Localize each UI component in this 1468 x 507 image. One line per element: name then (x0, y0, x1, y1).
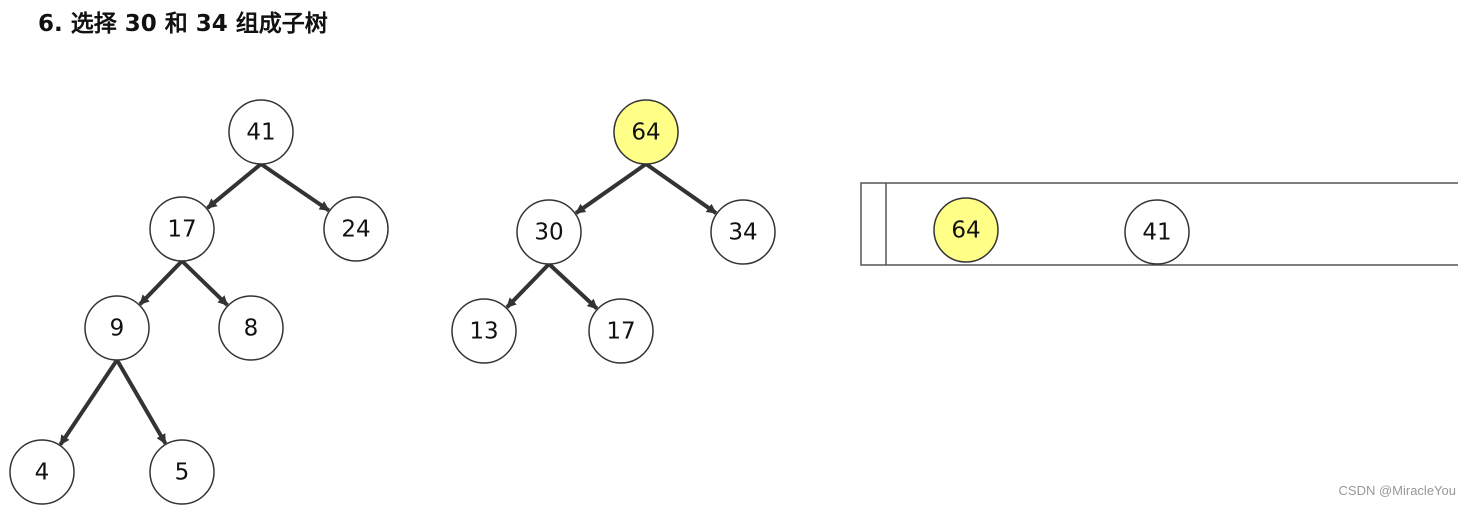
edge-t2-64-to-t2-30 (574, 162, 648, 215)
tree2-node-13: 13 (451, 298, 517, 364)
tree2-node-30: 30 (516, 199, 582, 265)
edge-t1-41-to-t1-17 (206, 162, 263, 210)
node-circle (516, 199, 582, 265)
node-label: 17 (167, 217, 196, 243)
edge-t1-9-to-t1-5 (115, 358, 168, 445)
node-label: 64 (631, 120, 660, 146)
tree2-node-17: 17 (588, 298, 654, 364)
node-label: 41 (246, 120, 275, 146)
node-label: 64 (951, 218, 980, 244)
node-label: 34 (728, 220, 757, 246)
tree1-node-8: 8 (218, 295, 284, 361)
edge-t1-9-to-t1-4 (58, 358, 119, 446)
edge-t1-17-to-t1-9 (138, 259, 184, 306)
node-label: 5 (175, 460, 190, 486)
tree1-node-4: 4 (9, 439, 75, 505)
node-label: 13 (469, 319, 498, 345)
node-label: 17 (606, 319, 635, 345)
node-circle (323, 196, 389, 262)
tree1-node-17: 17 (149, 196, 215, 262)
queue-box (860, 182, 1458, 266)
edge-t2-30-to-t2-13 (505, 262, 551, 309)
node-circle (149, 196, 215, 262)
queue-node-64: 64 (933, 197, 999, 263)
node-circle (149, 439, 215, 505)
node-label: 4 (35, 460, 50, 486)
queue-node-41: 41 (1124, 199, 1190, 265)
node-label: 9 (110, 316, 125, 342)
node-label: 30 (534, 220, 563, 246)
watermark: CSDN @MiracleYou (1338, 483, 1456, 498)
node-circle (228, 99, 294, 165)
tree1-node-41: 41 (228, 99, 294, 165)
tree1-node-9: 9 (84, 295, 150, 361)
node-circle (451, 298, 517, 364)
node-circle (218, 295, 284, 361)
node-circle (84, 295, 150, 361)
node-label: 24 (341, 217, 370, 243)
edge-t2-30-to-t2-17 (547, 262, 599, 310)
node-circle (710, 199, 776, 265)
queue-outline (860, 182, 1458, 266)
node-circle (1124, 199, 1190, 265)
edge-t1-17-to-t1-8 (180, 259, 229, 307)
page-title: 6. 选择 30 和 34 组成子树 (38, 11, 328, 37)
node-circle (933, 197, 999, 263)
node-circle (9, 439, 75, 505)
node-label: 8 (244, 316, 259, 342)
tree1-node-24: 24 (323, 196, 389, 262)
tree2-node-64: 64 (613, 99, 679, 165)
node-circle (588, 298, 654, 364)
edge-t2-64-to-t2-34 (644, 162, 718, 215)
node-label: 41 (1142, 220, 1171, 246)
tree1-node-5: 5 (149, 439, 215, 505)
edge-t1-41-to-t1-24 (259, 162, 330, 213)
node-circle (613, 99, 679, 165)
tree2-node-34: 34 (710, 199, 776, 265)
